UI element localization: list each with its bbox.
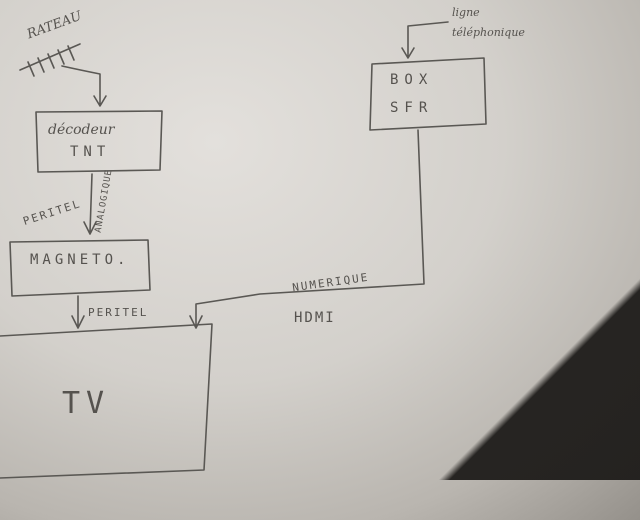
arrow-antenna-to-decoder <box>61 65 107 107</box>
peritel-label-vcr: PERITEL <box>88 306 149 319</box>
arrow-vcr-to-tv <box>71 295 85 329</box>
decoder-box <box>35 110 163 173</box>
antenna-symbol <box>19 43 81 77</box>
phone-line-label-2: téléphonique <box>452 26 525 39</box>
box-label-2: SFR <box>390 100 434 116</box>
phone-line-label-1: ligne <box>452 6 480 19</box>
decoder-label-2: TNT <box>70 144 111 160</box>
box-sfr-outline <box>369 57 487 131</box>
box-label-1: BOX <box>390 72 434 88</box>
hdmi-label: HDMI <box>294 310 336 326</box>
vcr-box <box>9 239 151 297</box>
arrow-box-to-tv <box>189 129 425 329</box>
vcr-label: MAGNETO. <box>30 252 130 268</box>
arrow-phone-to-box <box>401 21 449 59</box>
tv-label: TV <box>62 386 111 421</box>
decoder-label-1: décodeur <box>48 122 115 138</box>
